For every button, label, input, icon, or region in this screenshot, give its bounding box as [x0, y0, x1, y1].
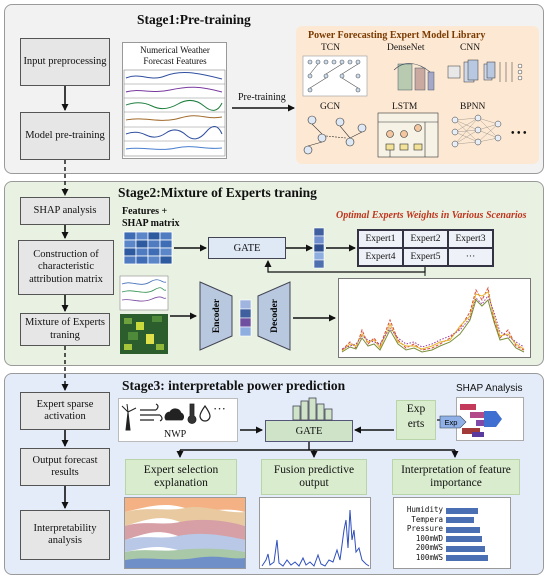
- feature-curves-box: [119, 275, 169, 311]
- feature-importance-bar: [446, 555, 488, 561]
- feature-importance-label: Interpretation of feature importance: [392, 459, 520, 495]
- step-shap-analysis: SHAP analysis: [20, 197, 110, 225]
- stage1-title: Stage1:Pre-training: [137, 12, 251, 27]
- feature-importance-bar: [446, 536, 482, 542]
- feedback-experts-to-gate: [264, 260, 426, 273]
- encoder-shape: [199, 281, 233, 351]
- stage3-title: Stage3: interpretable power prediction: [122, 378, 346, 393]
- nwp-feature-curves: [123, 69, 226, 157]
- expert-cell-5: Expert5: [403, 248, 448, 266]
- step-output-forecast: Output forecast results: [20, 448, 110, 486]
- expert-cell-more: ···: [448, 248, 493, 266]
- moe-forecast-lines: [341, 286, 525, 353]
- expert-selection-stacked-area: [125, 498, 245, 568]
- nwp-features-label: Numerical Weather Forecast Features: [140, 45, 210, 66]
- shap-analysis-label: SHAP Analysis: [456, 383, 523, 394]
- exp-tag-label: Exp: [445, 418, 458, 427]
- expert-selection-explanation-label: Expert selection explanation: [125, 459, 237, 495]
- model-tcn-label: TCN: [321, 43, 340, 53]
- feature-label: Humidity: [406, 505, 443, 514]
- feature-label: 200mWS: [415, 543, 443, 552]
- expert-cell-2: Expert2: [403, 230, 448, 248]
- step-expert-sparse-activation: Expert sparse activation: [20, 392, 110, 430]
- expert-cell-1: Expert1: [358, 230, 403, 248]
- feature-label: Tempera: [411, 514, 443, 524]
- gcn-icon: [303, 115, 367, 155]
- model-cnn-label: CNN: [460, 43, 481, 53]
- fusion-predictive-output-label: Fusion predictive output: [261, 459, 367, 495]
- step-moe-training: Mixture of Experts traning: [20, 313, 110, 346]
- shap-matrix-grid: [123, 231, 173, 265]
- expert-library-title: Power Forecasting Expert Model Library: [308, 30, 486, 41]
- shap-tags: [460, 404, 502, 437]
- wind-turbine-icon: [121, 403, 137, 431]
- stage3-gate: GATE: [265, 420, 353, 442]
- raindrop-icon: [199, 404, 211, 422]
- weather-icons: [121, 403, 211, 431]
- weather-more: ···: [213, 401, 226, 416]
- gate-weight-vector: [313, 227, 325, 269]
- feature-label: 100mWD: [415, 533, 443, 543]
- decoder-label: Decoder: [270, 298, 280, 333]
- fusion-output-line: [261, 509, 370, 567]
- experts-box: [396, 400, 436, 440]
- step-input-preprocessing: Input preprocessing: [20, 38, 110, 86]
- model-gcn-label: GCN: [320, 102, 341, 112]
- pretraining-label: Pre-training: [238, 92, 286, 103]
- encoder-label: Encoder: [212, 298, 222, 333]
- bpnn-icon: [451, 114, 502, 148]
- experts-box-label: Exp erts: [406, 403, 426, 430]
- feature-label: 100mWS: [415, 552, 443, 562]
- tcn-icon: [302, 55, 368, 97]
- thermometer-icon: [187, 403, 197, 424]
- nwp-label: NWP: [164, 429, 187, 440]
- feature-importance-bar: [446, 507, 478, 514]
- expert-cell-3: Expert3: [448, 230, 493, 248]
- lstm-icon: [377, 112, 439, 158]
- expert-cell-4: Expert4: [358, 248, 403, 266]
- decoder-shape: [257, 281, 291, 351]
- expert-table: Expert1 Expert2 Expert3 Expert4 Expert5 …: [357, 229, 494, 267]
- step-interpretability-analysis: Interpretability analysis: [20, 510, 110, 560]
- shap-heatmap: [120, 314, 168, 354]
- model-lstm-label: LSTM: [392, 102, 418, 112]
- feature-importance-bar: [446, 526, 480, 533]
- feature-label: Pressure: [406, 524, 443, 533]
- stage2-gate: GATE: [208, 237, 286, 259]
- optimal-weights-label: Optimal Experts Weights in Various Scena…: [336, 210, 527, 221]
- exp-tag-shape: [439, 415, 467, 429]
- cnn-icon: [447, 59, 523, 83]
- more-models: • • •: [511, 128, 527, 139]
- latent-vector: [239, 299, 252, 337]
- step-model-pretraining: Model pre-training: [20, 112, 110, 160]
- densenet-icon: [393, 63, 435, 91]
- wind-icon: [140, 403, 163, 422]
- feature-importance-bar: [446, 545, 486, 552]
- features-shap-label: Features + SHAP matrix: [122, 206, 180, 229]
- gate-weight-bars: [292, 397, 333, 421]
- model-bpnn-label: BPNN: [460, 102, 486, 112]
- step-attribution-matrix: Construction of characteristic attributi…: [18, 240, 114, 295]
- cloud-icon: [164, 408, 185, 421]
- model-densenet-label: DenseNet: [387, 43, 425, 53]
- fusion-output-chart-box: [259, 497, 371, 569]
- stage2-title: Stage2:Mixture of Experts traning: [118, 185, 317, 200]
- feature-importance-bar: [446, 517, 474, 523]
